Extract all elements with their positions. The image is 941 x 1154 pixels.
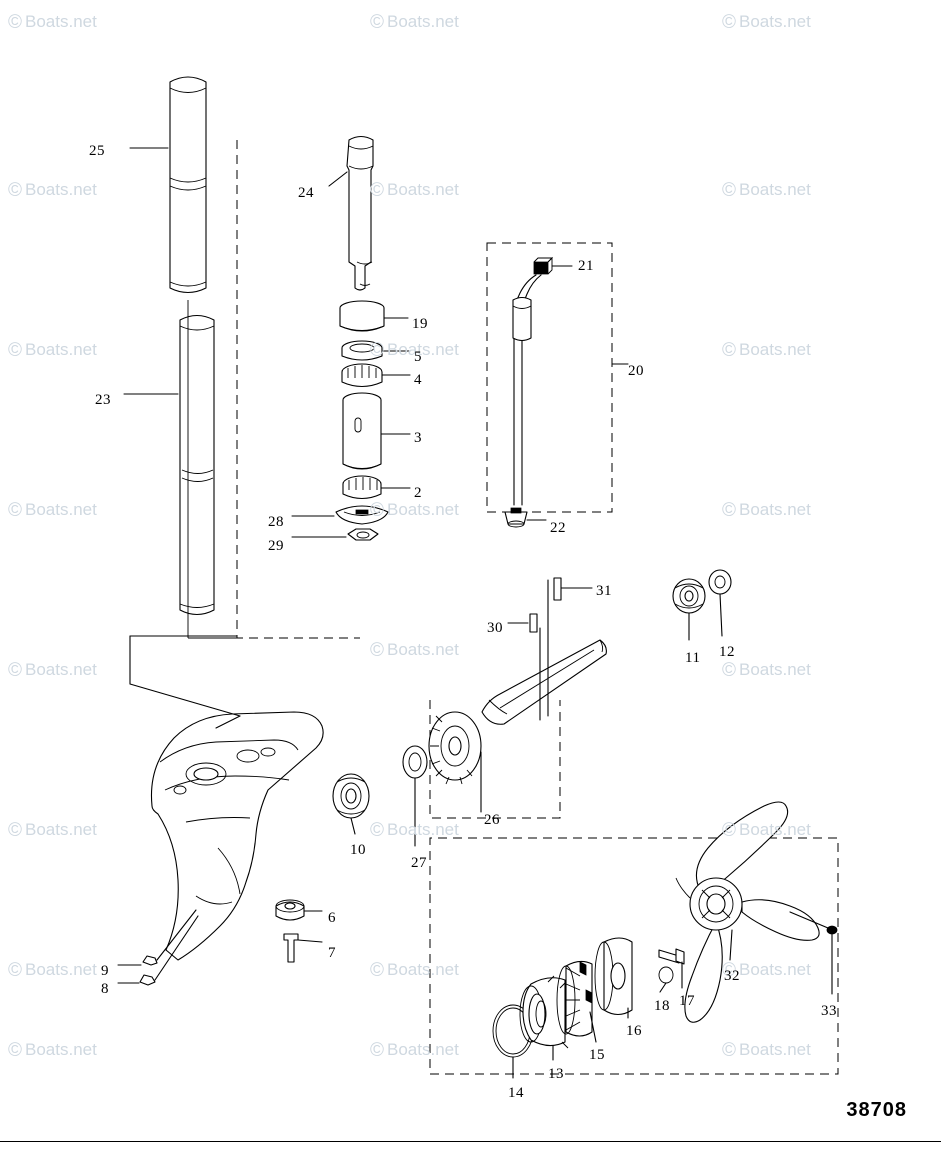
callout-number-4: 4 [414, 372, 422, 388]
callout-number-9: 9 [101, 963, 109, 979]
part-3-bearing-carrier [342, 392, 411, 470]
callout-number-2: 2 [414, 485, 422, 501]
callout-number-26: 26 [484, 812, 500, 828]
part-18-17-screws [658, 948, 685, 993]
callout-number-16: 16 [626, 1023, 642, 1039]
callout-number-29: 29 [268, 538, 284, 554]
part-10-bearing [332, 773, 370, 835]
callout-number-32: 32 [724, 968, 740, 984]
callout-number-17: 17 [679, 993, 695, 1009]
part-5-washer [341, 340, 411, 361]
group-bracket-lower [429, 837, 839, 1075]
part-24-shaft [328, 135, 374, 291]
group-bracket-20 [486, 242, 613, 513]
part-32-propeller [675, 801, 820, 1023]
part-6-anode [275, 899, 323, 921]
callout-number-28: 28 [268, 514, 284, 530]
part-15-impeller [556, 960, 597, 1043]
part-30-pin [507, 613, 538, 633]
diagram-id-number: 38708 [846, 1099, 907, 1121]
callout-number-20: 20 [628, 363, 644, 379]
part-22-coupler [504, 507, 547, 528]
part-4-bearing [341, 363, 411, 388]
group-bracket-upper-left [236, 140, 360, 639]
part-16-face-plate [594, 937, 633, 1019]
gear-housing-body [129, 635, 324, 961]
callout-number-23: 23 [95, 392, 111, 408]
part-12-washer [708, 569, 732, 637]
callout-number-14: 14 [508, 1085, 524, 1101]
part-27-thrust-washer [402, 745, 428, 847]
callout-number-22: 22 [550, 520, 566, 536]
callout-number-30: 30 [487, 620, 503, 636]
callout-number-11: 11 [685, 650, 701, 666]
part-28-plate [291, 505, 389, 525]
callout-number-3: 3 [414, 430, 422, 446]
part-19-sleeve [339, 300, 409, 332]
part-forward-gear [428, 711, 482, 813]
part-23-drive-shaft-lower [123, 314, 215, 616]
callout-number-18: 18 [654, 998, 670, 1014]
callout-number-15: 15 [589, 1047, 605, 1063]
part-2-bearing [342, 475, 411, 500]
callout-number-19: 19 [412, 316, 428, 332]
callout-number-33: 33 [821, 1003, 837, 1019]
part-13-water-pump-housing [519, 975, 569, 1061]
part-21-shift-rod-upper [533, 256, 573, 275]
callout-number-8: 8 [101, 981, 109, 997]
part-33-cotter-pin [789, 911, 838, 995]
part-9-8-screws [117, 909, 199, 986]
callout-number-10: 10 [350, 842, 366, 858]
part-26-propeller-shaft [429, 579, 607, 819]
part-11-bearing [672, 578, 706, 641]
callout-number-7: 7 [328, 945, 336, 961]
callout-number-24: 24 [298, 185, 314, 201]
callout-number-27: 27 [411, 855, 427, 871]
callout-number-5: 5 [414, 349, 422, 365]
callout-number-31: 31 [596, 583, 612, 599]
part-25-drive-shaft-upper [129, 76, 207, 294]
callout-number-13: 13 [548, 1066, 564, 1082]
callout-number-25: 25 [89, 143, 105, 159]
part-20-shift-rod [512, 274, 629, 506]
callout-number-21: 21 [578, 258, 594, 274]
part-31-pin [553, 577, 593, 601]
part-7-screw [283, 933, 323, 963]
page-bottom-rule [0, 1141, 941, 1142]
callout-number-6: 6 [328, 910, 336, 926]
callout-number-12: 12 [719, 644, 735, 660]
part-29-nut [291, 528, 379, 541]
